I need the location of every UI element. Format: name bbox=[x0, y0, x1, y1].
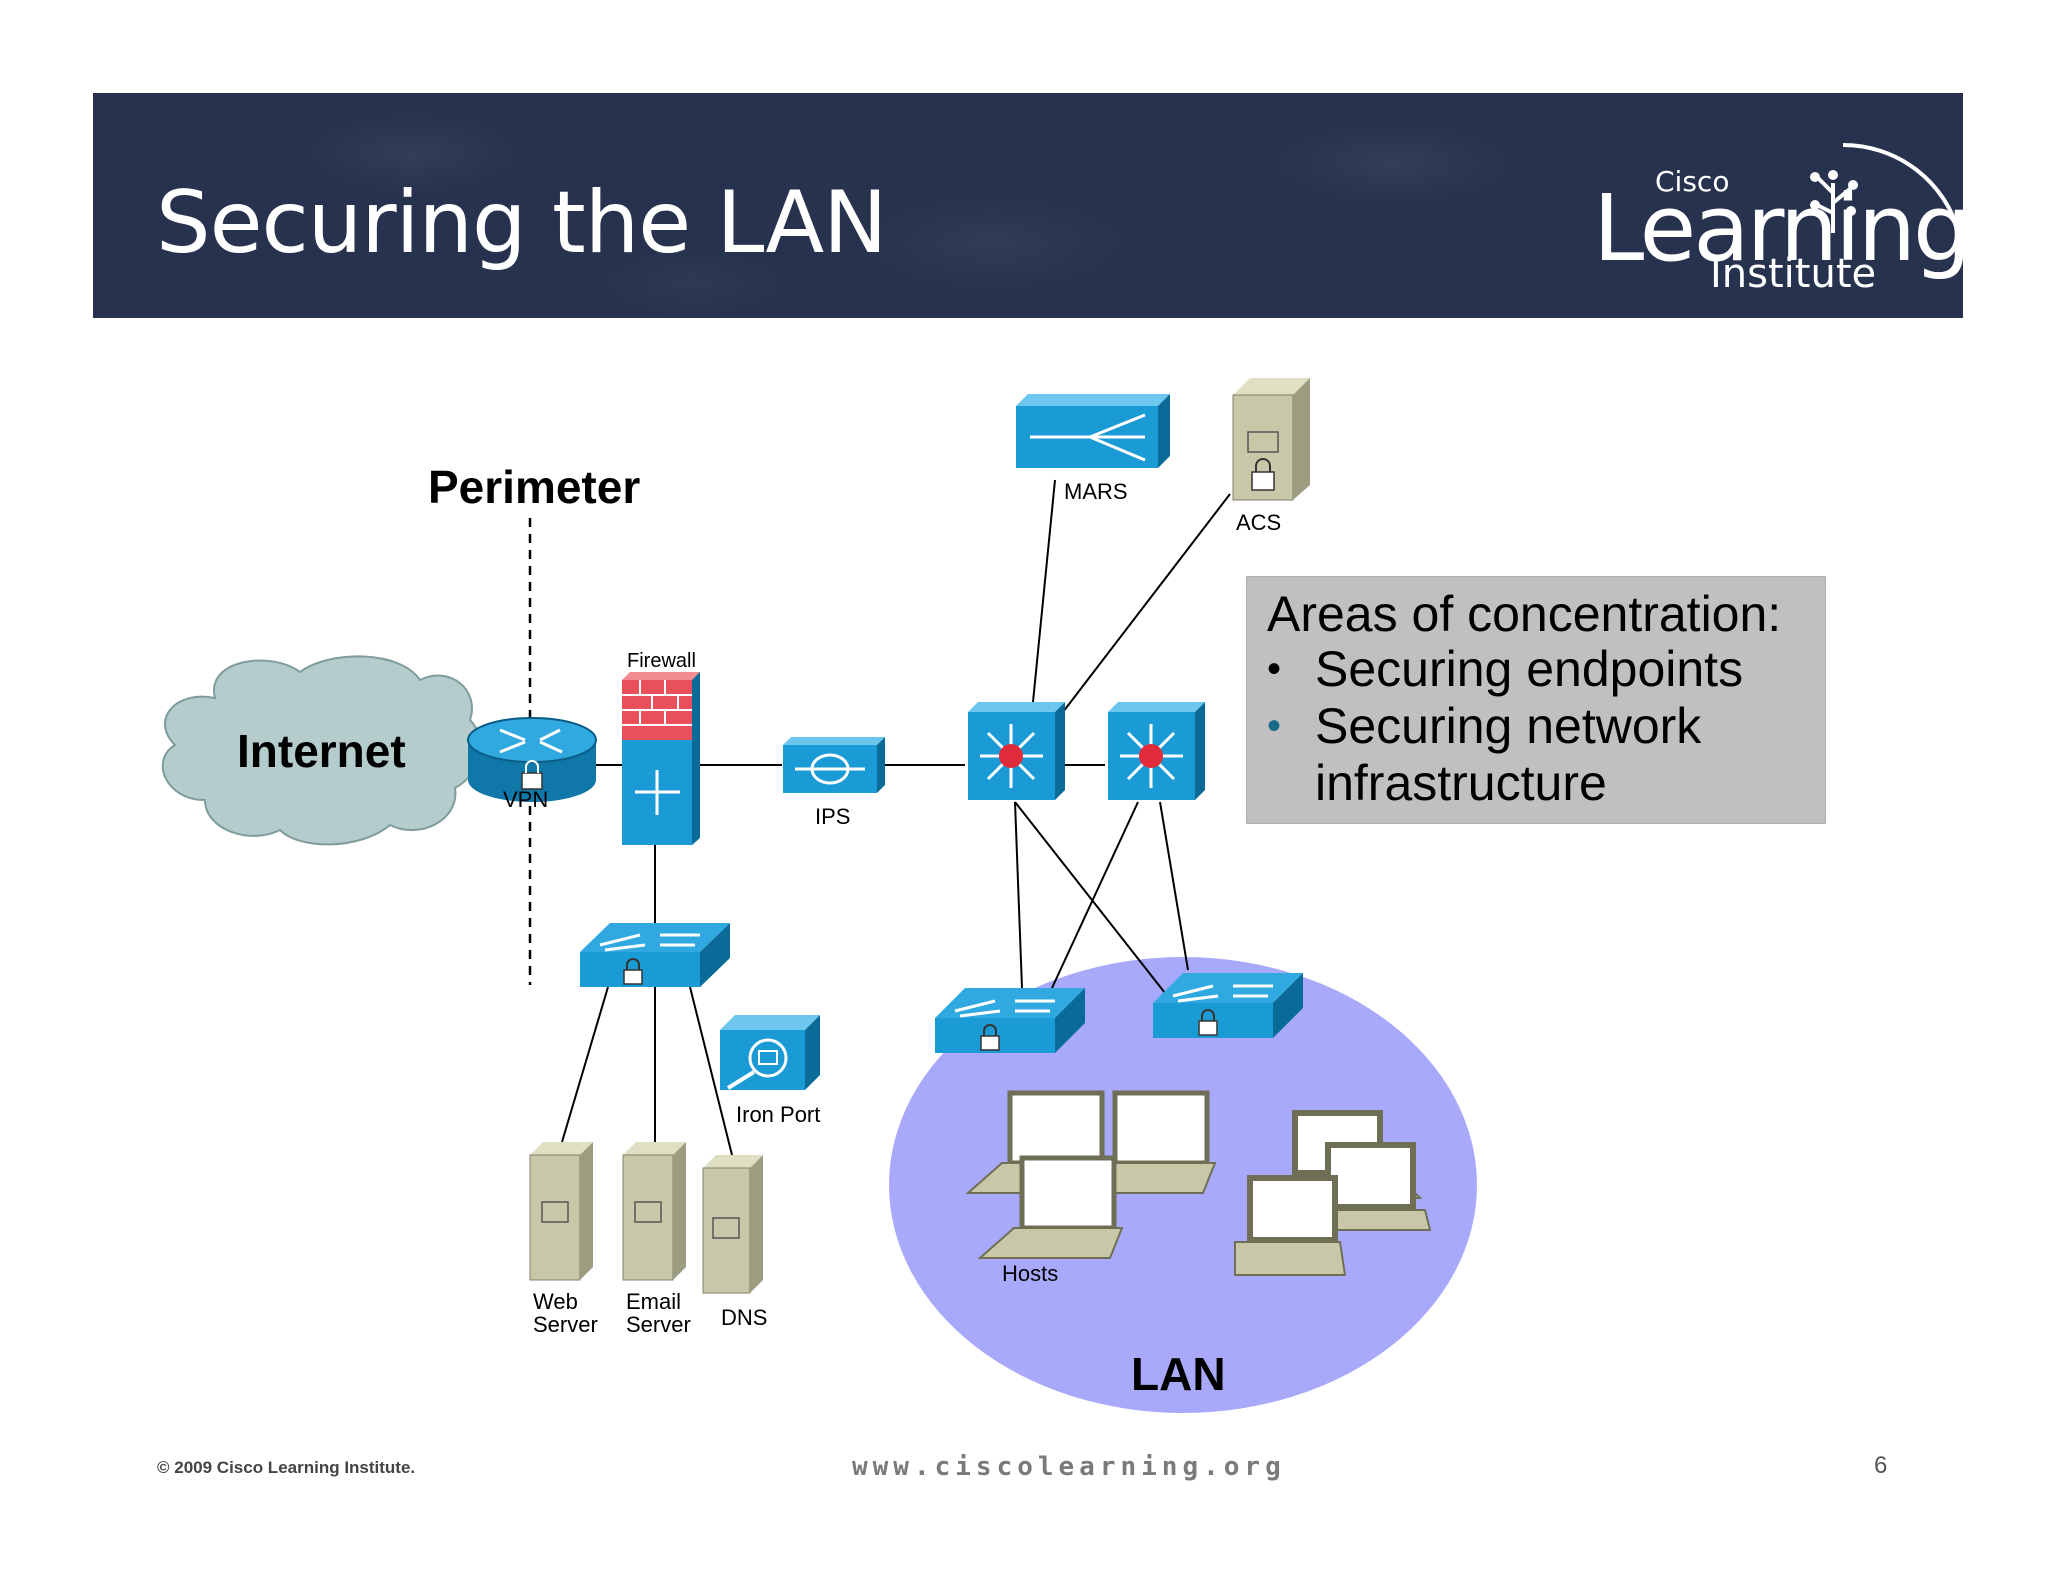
dns-server-icon bbox=[702, 1155, 763, 1294]
logo-learning-text: Learning bbox=[1593, 175, 1963, 282]
logo-tree-icon bbox=[1810, 142, 1961, 234]
web-server-label: Web Server bbox=[533, 1289, 598, 1338]
lan-switch-left-icon bbox=[935, 988, 1085, 1053]
areas-callout-box: Areas of concentration: •Securing endpoi… bbox=[1246, 576, 1826, 824]
logo-institute-text: Institute bbox=[1710, 251, 1877, 297]
perimeter-label: Perimeter bbox=[428, 461, 641, 513]
banner-texture bbox=[93, 93, 1963, 318]
mars-label: MARS bbox=[1064, 479, 1128, 504]
footer-copyright: © 2009 Cisco Learning Institute. bbox=[157, 1458, 416, 1477]
email-server-label: Email Server bbox=[626, 1289, 691, 1338]
email-server-icon bbox=[622, 1142, 686, 1281]
acs-label: ACS bbox=[1236, 510, 1282, 535]
callout-item: •Securing network infrastructure bbox=[1267, 698, 1702, 811]
callout-list: •Securing endpoints •Securing network in… bbox=[1267, 641, 1785, 812]
core-switch-right-icon bbox=[1108, 702, 1205, 800]
hosts-label: Hosts bbox=[1002, 1261, 1059, 1286]
lan-label: LAN bbox=[1131, 1348, 1226, 1400]
connections bbox=[561, 479, 1231, 1156]
lan-switch-right-icon bbox=[1153, 973, 1303, 1038]
acs-server-icon bbox=[1232, 378, 1310, 501]
callout-heading: Areas of concentration: bbox=[1267, 586, 1782, 642]
mars-icon bbox=[1016, 394, 1170, 468]
iron-port-label: Iron Port bbox=[736, 1102, 821, 1127]
ips-icon bbox=[783, 737, 885, 793]
dns-label: DNS bbox=[721, 1305, 768, 1330]
desktop-pc-icon bbox=[1234, 1175, 1347, 1276]
title-banner: Securing the LAN Cisco Learning Institut… bbox=[93, 93, 1963, 318]
core-switch-left-icon bbox=[968, 702, 1065, 800]
vpn-router-icon bbox=[467, 717, 597, 802]
page-number: 6 bbox=[1874, 1452, 1888, 1479]
bullet-icon: • bbox=[1267, 704, 1282, 748]
laptop-icon bbox=[977, 1155, 1124, 1259]
logo-cisco-text: Cisco bbox=[1655, 165, 1730, 198]
internet-cloud bbox=[161, 655, 482, 846]
slide-title: Securing the LAN bbox=[156, 173, 887, 273]
callout-item: •Securing endpoints bbox=[1267, 641, 1744, 697]
desktop-pc-icon bbox=[1321, 1142, 1432, 1231]
web-server-icon bbox=[529, 1142, 593, 1281]
dmz-switch-icon bbox=[580, 923, 730, 987]
ips-label: IPS bbox=[815, 804, 851, 829]
iron-port-icon bbox=[720, 1015, 820, 1090]
firewall-label: Firewall bbox=[627, 650, 696, 672]
firewall-icon bbox=[622, 672, 700, 845]
footer-url: www.ciscolearning.org bbox=[852, 1452, 1286, 1482]
internet-label: Internet bbox=[237, 725, 406, 777]
bullet-icon: • bbox=[1267, 647, 1282, 691]
vpn-label: VPN bbox=[503, 787, 549, 812]
